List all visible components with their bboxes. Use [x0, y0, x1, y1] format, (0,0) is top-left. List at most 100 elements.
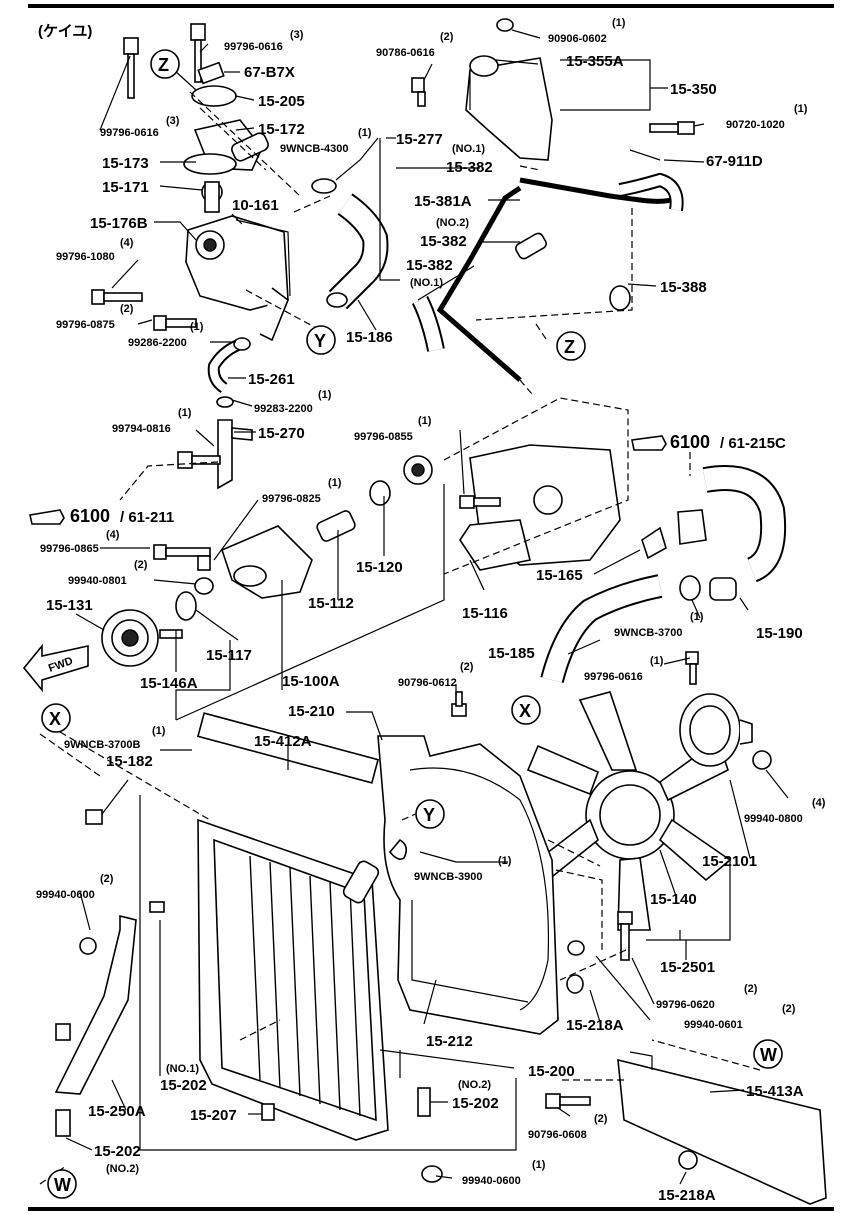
lower-panel-drawing	[545, 1051, 827, 1205]
cross-ref-6100-right[interactable]: 6100 / 61-215C	[670, 432, 786, 452]
part-number-label: 99796-0616	[584, 671, 643, 683]
part-number-label: 67-B7X	[244, 64, 295, 81]
bypass-hose-drawing	[177, 337, 253, 490]
part-number-label: 15-250A	[88, 1103, 146, 1120]
part-number-label: 15-165	[536, 567, 583, 584]
part-number-label: 15-388	[660, 279, 707, 296]
qty-label: (2)	[440, 31, 454, 43]
qty-label: (2)	[594, 1113, 608, 1125]
circle-ref-z-text: Z	[564, 337, 575, 357]
qty-label: (1)	[418, 415, 432, 427]
part-labels: (3) 99796-0616 67-B7X 15-205 (3) 99796-0…	[36, 17, 826, 1204]
cross-ref-main: 6100	[70, 506, 110, 526]
qty-label: (4)	[812, 797, 826, 809]
circle-ref-w-text: W	[760, 1045, 777, 1065]
circle-ref-w-right[interactable]: W	[753, 1039, 783, 1069]
cross-ref-6100-left[interactable]: 6100 / 61-211	[70, 506, 174, 526]
drawings	[22, 18, 827, 1205]
qty-label: (2)	[100, 873, 114, 885]
circle-ref-x-left[interactable]: X	[41, 703, 71, 733]
part-number-label: 99940-0801	[68, 575, 127, 587]
part-number-label: 15-146A	[140, 675, 198, 692]
qty-label: (3)	[290, 29, 304, 41]
dashed-connectors	[39, 91, 761, 1185]
cross-ref-sub: / 61-215C	[720, 435, 786, 452]
part-number-label: 15-202	[452, 1095, 499, 1112]
part-number-label: 10-161	[232, 197, 279, 214]
part-number-label: 15-186	[346, 329, 393, 346]
qty-label: (NO.1)	[410, 277, 443, 289]
forward-arrow-shape	[22, 643, 89, 693]
part-number-label: 15-112	[308, 595, 354, 612]
circle-ref-z-top[interactable]: Z	[150, 49, 180, 79]
qty-label: (2)	[782, 1003, 796, 1015]
qty-label: (1)	[358, 127, 372, 139]
bolt-drawing	[123, 23, 206, 99]
qty-label: (NO.2)	[106, 1163, 139, 1175]
circle-ref-z-right[interactable]: Z	[556, 331, 586, 361]
circle-ref-w-left[interactable]: W	[47, 1169, 77, 1199]
part-number-label: 9WNCB-3900	[414, 871, 482, 883]
qty-label: (3)	[166, 115, 180, 127]
qty-label: (1)	[178, 407, 192, 419]
qty-label: (4)	[106, 529, 120, 541]
part-number-label: 99940-0800	[744, 813, 803, 825]
part-number-label: 15-382	[446, 159, 493, 176]
bolt-drawing	[91, 289, 197, 331]
part-number-label: 15-212	[426, 1033, 473, 1050]
part-number-label: 15-261	[248, 371, 295, 388]
part-number-label: 67-911D	[706, 153, 763, 170]
qty-label: (1)	[190, 321, 204, 333]
qty-label: (2)	[120, 303, 134, 315]
part-number-label: 15-270	[258, 425, 305, 442]
lower-hose-drawing	[451, 465, 787, 717]
part-number-label: 15-190	[756, 625, 803, 642]
qty-label: (NO.1)	[166, 1063, 199, 1075]
qty-label: (1)	[328, 477, 342, 489]
qty-label: (1)	[612, 17, 626, 29]
part-number-label: 99796-0825	[262, 493, 321, 505]
part-number-label: 15-120	[356, 559, 403, 576]
part-number-label: 9WNCB-3700	[614, 627, 682, 639]
part-number-label: 15-413A	[746, 1083, 804, 1100]
part-number-label: 15-117	[206, 647, 252, 664]
part-number-label: 15-171	[102, 179, 149, 196]
upper-hose-drawing	[311, 178, 389, 310]
part-number-label: 90796-0612	[398, 677, 457, 689]
qty-label: (1)	[318, 389, 332, 401]
part-number-label: 99940-0600	[462, 1175, 521, 1187]
qty-label: (NO.2)	[436, 217, 469, 229]
part-number-label: 99286-2200	[128, 337, 187, 349]
part-number-label: 15-200	[528, 1063, 575, 1080]
part-number-label: 15-277	[396, 131, 443, 148]
part-number-label: 15-205	[258, 93, 305, 110]
qty-label: (4)	[120, 237, 134, 249]
circle-ref-y-mid[interactable]: Y	[415, 799, 445, 829]
qty-label: (1)	[498, 855, 512, 867]
part-number-label: 15-140	[650, 891, 697, 908]
circle-ref-x-text: X	[49, 709, 61, 729]
qty-label: (1)	[152, 725, 166, 737]
part-number-label: 99796-0855	[354, 431, 413, 443]
thermostat-housing-drawing	[183, 61, 291, 342]
cooling-fan-drawing	[526, 691, 772, 994]
qty-label: (1)	[690, 611, 704, 623]
part-number-label: 99796-0620	[656, 999, 715, 1011]
hand-pointer-icon	[29, 435, 667, 525]
radiator-drawing	[85, 809, 443, 1183]
circle-ref-w-text: W	[54, 1175, 71, 1195]
part-number-label: 15-381A	[414, 193, 472, 210]
part-number-label: 99796-0616	[224, 41, 283, 53]
reservoir-tank-drawing	[411, 18, 695, 161]
circle-ref-x-right[interactable]: X	[511, 695, 541, 725]
part-number-label: 15-382	[420, 233, 467, 250]
cross-ref-main: 6100	[670, 432, 710, 452]
circle-ref-y-top[interactable]: Y	[306, 325, 336, 355]
radiator-bracket-drawing	[54, 914, 137, 1137]
qty-label: (1)	[650, 655, 664, 667]
part-number-label: 15-218A	[566, 1017, 624, 1034]
overflow-hose-drawing	[411, 172, 684, 382]
water-pump-drawing	[101, 444, 621, 667]
part-number-label: 15-176B	[90, 215, 148, 232]
